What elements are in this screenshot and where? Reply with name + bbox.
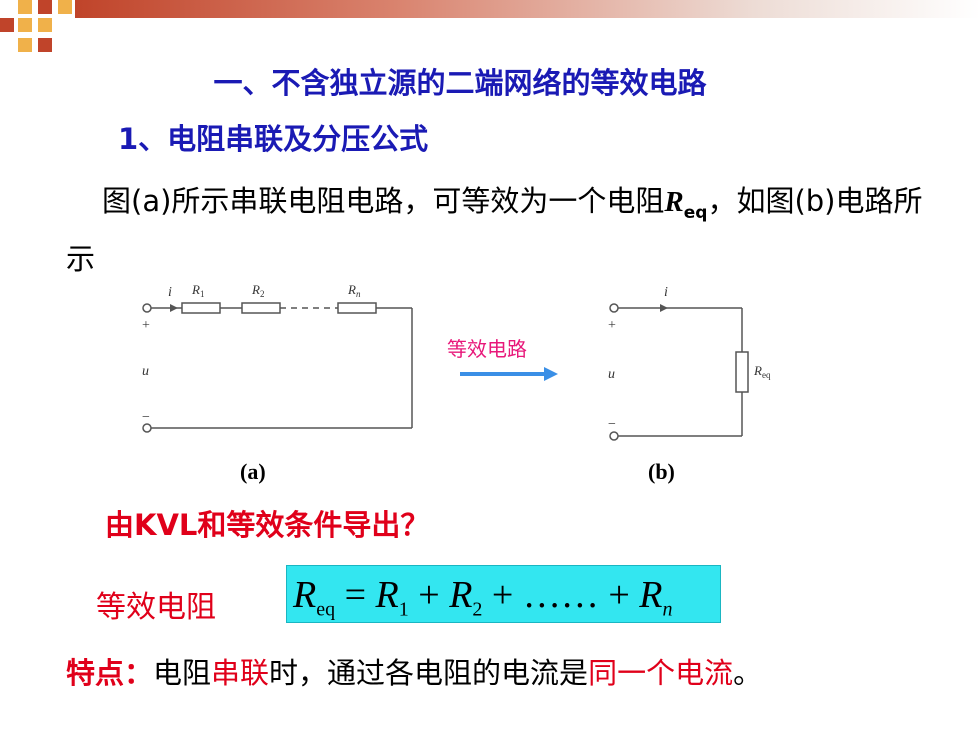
top-bar: [75, 0, 980, 18]
current-label-b: i: [664, 285, 668, 300]
minus-sign-a: −: [142, 410, 150, 425]
req-subscript: eq: [683, 202, 708, 223]
req-symbol: R: [664, 186, 684, 218]
plus-sign-b: +: [608, 318, 616, 333]
para-text-after: ，如图(b)电路所示: [66, 184, 923, 276]
description-paragraph: 图(a)所示串联电阻电路，可等效为一个电阻Req，如图(b)电路所示: [66, 178, 946, 282]
equivalent-arrow-label: 等效电路: [447, 337, 527, 361]
para-text-before: 图(a)所示串联电阻电路，可等效为一个电阻: [102, 184, 665, 218]
equivalent-arrow-icon: [460, 367, 558, 381]
kvl-question: 由KVL和等效条件导出？: [105, 508, 430, 542]
circuit-a: [142, 302, 413, 433]
minus-sign-b: −: [608, 417, 616, 432]
resistor-r2-label: R2: [251, 282, 264, 299]
resistor-rn-label: Rn: [347, 282, 361, 299]
corner-decoration: [0, 0, 75, 60]
equation-box: Req = R1 + R2 + …… + Rn: [286, 565, 721, 623]
current-label-a: i: [168, 285, 172, 300]
section-subtitle: 1、电阻串联及分压公式: [118, 122, 429, 156]
feature-label: 特点：: [66, 656, 154, 690]
plus-sign-a: +: [142, 318, 150, 333]
voltage-label-b: u: [608, 367, 615, 382]
feature-statement: 特点：电阻串联时，通过各电阻的电流是同一个电流。: [66, 656, 763, 690]
circuit-b: [609, 303, 749, 441]
equation-label: 等效电阻: [96, 590, 216, 625]
caption-a: (a): [240, 459, 266, 484]
circuit-diagram: i + u − R1 R2 Rn (a) 等效电路 i + u − Req (b…: [142, 282, 771, 484]
resistor-req-label: Req: [753, 363, 771, 380]
voltage-label-a: u: [142, 364, 149, 379]
page-title: 一、不含独立源的二端网络的等效电路: [213, 66, 707, 100]
caption-b: (b): [648, 459, 675, 484]
resistor-r1-label: R1: [191, 282, 204, 299]
